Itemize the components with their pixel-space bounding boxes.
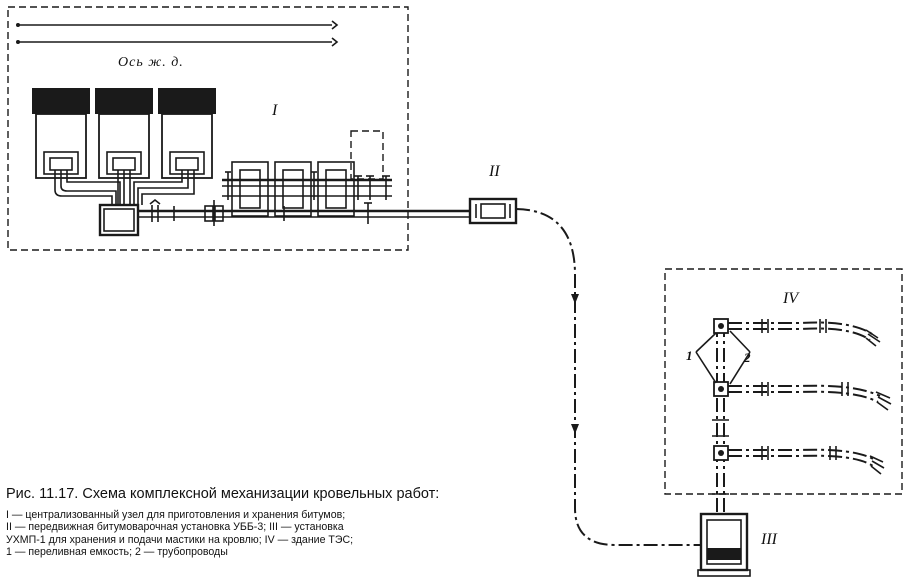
railway-axis-label: Ось ж. д. — [118, 55, 184, 70]
zone-1-label: I — [271, 102, 278, 119]
collector-box — [98, 203, 140, 237]
transport-route — [515, 208, 700, 546]
zone-4-label: IV — [782, 290, 800, 307]
caption-line: I — централизованный узел для приготовле… — [6, 509, 346, 521]
mastic-storage-unit — [697, 512, 751, 577]
callout-leaders — [695, 330, 751, 385]
riser-pipes — [712, 322, 729, 512]
railway-tracks — [16, 20, 339, 47]
caption-title: Рис. 11.17. Схема комплексной механизаци… — [6, 486, 440, 502]
mobile-bitumen-unit — [468, 197, 518, 225]
bitumen-boilers — [222, 130, 392, 217]
caption-line: УХМП-1 для хранения и подачи мастики на … — [6, 533, 354, 546]
zone-3-label: III — [760, 531, 778, 548]
roof-pipelines — [728, 319, 892, 475]
zone-2-label: II — [488, 163, 500, 180]
caption-line: 1 — переливная емкость; 2 — трубопроводы — [6, 546, 228, 559]
route-arrows — [571, 294, 579, 434]
figure-caption: Рис. 11.17. Схема комплексной механизаци… — [6, 486, 506, 559]
main-pipeline — [138, 198, 470, 226]
overflow-tanks — [713, 318, 729, 461]
callout-2-label: 2 — [743, 350, 751, 365]
tank-pipes — [54, 170, 195, 205]
caption-line: II — передвижная битумоварочная установк… — [6, 521, 344, 534]
callout-1-label: 1 — [686, 348, 693, 363]
zone-1-boundary — [7, 6, 409, 251]
bitumen-storage-tanks — [32, 88, 216, 179]
